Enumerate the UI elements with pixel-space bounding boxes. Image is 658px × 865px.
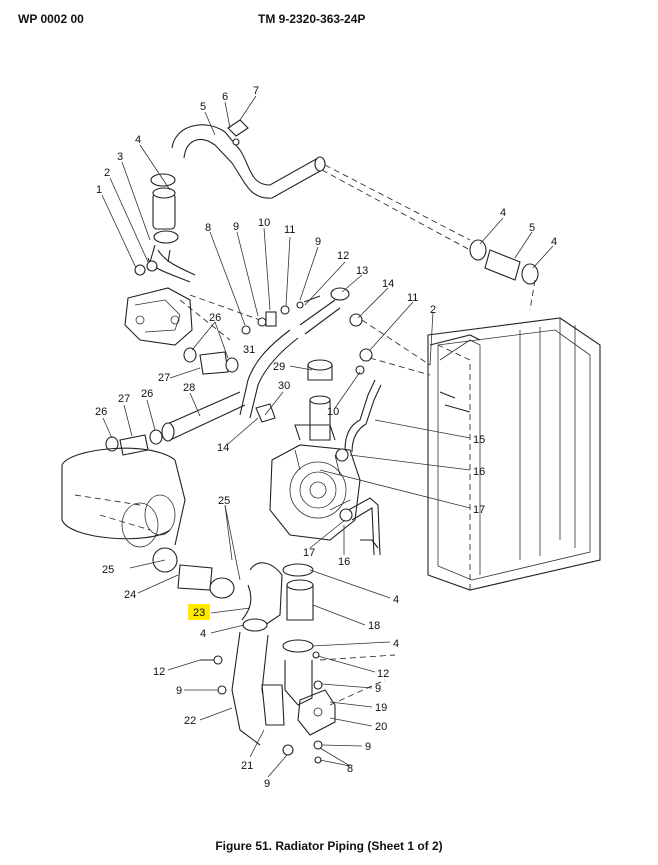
work-package-number: WP 0002 00	[18, 12, 84, 26]
callout-10: 10	[327, 406, 339, 418]
right-hose-group	[469, 239, 539, 311]
callout-13: 13	[356, 265, 368, 277]
leader-lines	[101, 95, 554, 778]
callout-labels: 5 6 7 4 3 2 1 8 9 10 11 9 12 13 14 11 2 …	[95, 85, 557, 790]
callout-11: 11	[407, 292, 418, 304]
callout-2: 2	[104, 167, 110, 179]
fastener-group-lower	[200, 655, 227, 695]
callout-26: 26	[141, 388, 153, 400]
callout-9: 9	[176, 685, 182, 697]
callout-4: 4	[393, 638, 399, 650]
callout-3: 3	[117, 151, 123, 163]
heater-hose-lower	[105, 391, 246, 456]
callout-29: 29	[273, 361, 285, 373]
upper-radiator-hose	[171, 124, 471, 251]
center-coolant-pipe	[282, 563, 323, 706]
surge-tank	[61, 447, 186, 548]
figure-caption: Figure 51. Radiator Piping (Sheet 1 of 2…	[215, 839, 443, 853]
callout-5: 5	[200, 101, 206, 113]
radiator-core	[427, 317, 601, 591]
callout-10: 10	[258, 217, 270, 229]
callout-25: 25	[218, 495, 230, 507]
callout-21: 21	[241, 760, 253, 772]
callout-8: 8	[347, 763, 353, 775]
thermostat-hose-group	[134, 173, 196, 283]
callout-14: 14	[382, 278, 394, 290]
callout-23-highlighted: 23	[193, 607, 205, 619]
callout-15: 15	[473, 434, 485, 446]
callout-27: 27	[118, 393, 130, 405]
callout-4: 4	[500, 207, 506, 219]
callout-12: 12	[337, 250, 349, 262]
callout-12: 12	[153, 666, 165, 678]
callout-26: 26	[95, 406, 107, 418]
callout-23-highlight	[188, 604, 210, 620]
callout-8: 8	[205, 222, 211, 234]
callout-1: 1	[96, 184, 102, 196]
overflow-tube	[239, 287, 431, 419]
callout-20: 20	[375, 721, 387, 733]
callout-31: 31	[243, 344, 255, 356]
callout-4: 4	[200, 628, 206, 640]
callout-16: 16	[338, 556, 350, 568]
callout-9: 9	[315, 236, 321, 248]
callout-17: 17	[473, 504, 485, 516]
water-pump-housing	[269, 424, 361, 541]
fastener-group-upper	[241, 295, 321, 335]
callout-30: 30	[278, 380, 290, 392]
lower-hose-left-group	[152, 547, 235, 599]
callout-11: 11	[284, 224, 295, 236]
callout-27: 27	[158, 372, 170, 384]
callout-5: 5	[529, 222, 535, 234]
callout-26: 26	[209, 312, 221, 324]
hose-tee-fitting	[227, 119, 249, 146]
callout-9: 9	[375, 683, 381, 695]
bypass-tube	[335, 379, 382, 556]
callout-9: 9	[264, 778, 270, 790]
callout-4: 4	[135, 134, 141, 146]
callout-19: 19	[375, 702, 387, 714]
pipe-bracket	[282, 654, 396, 764]
callout-4: 4	[551, 236, 557, 248]
heater-hose-upper	[183, 347, 239, 375]
technical-manual-number: TM 9-2320-363-24P	[258, 12, 366, 26]
callout-28: 28	[183, 382, 195, 394]
callout-4: 4	[393, 594, 399, 606]
lower-elbow-hose	[231, 562, 285, 746]
callout-12: 12	[377, 668, 389, 680]
callout-24: 24	[124, 589, 136, 601]
callout-9: 9	[365, 741, 371, 753]
callout-6: 6	[222, 91, 228, 103]
callout-22: 22	[184, 715, 196, 727]
radiator-cap	[255, 359, 333, 441]
callout-14: 14	[217, 442, 229, 454]
callout-25: 25	[102, 564, 114, 576]
thermostat-housing	[124, 287, 261, 346]
callout-7: 7	[253, 85, 259, 97]
callout-9: 9	[233, 221, 239, 233]
callout-2: 2	[430, 304, 436, 316]
callout-18: 18	[368, 620, 380, 632]
callout-17: 17	[303, 547, 315, 559]
callout-16: 16	[473, 466, 485, 478]
